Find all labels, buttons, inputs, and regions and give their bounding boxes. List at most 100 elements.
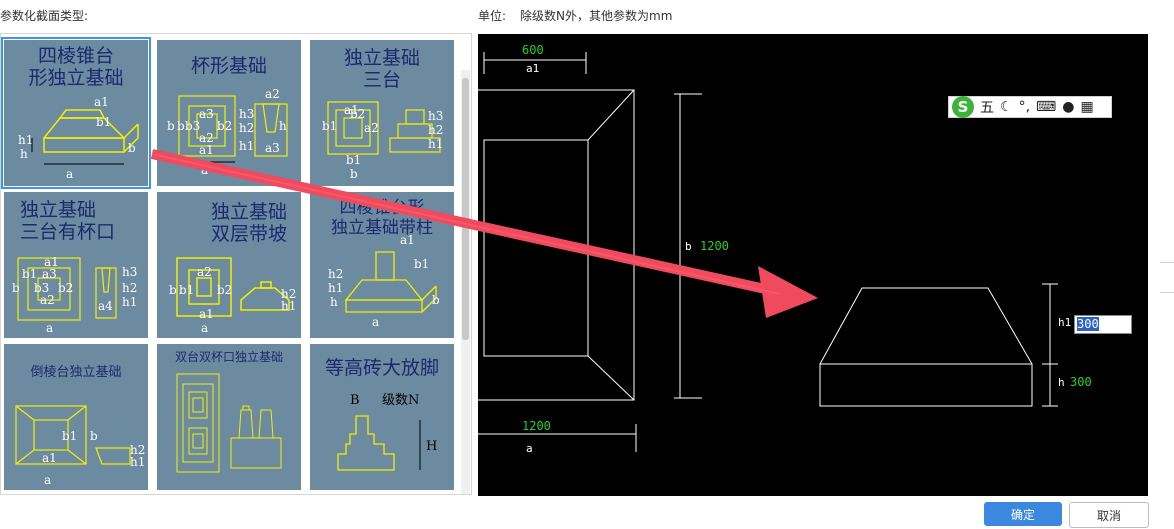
dim-b: b: [128, 141, 136, 155]
dim-a1: a1: [42, 451, 57, 465]
dim-b: b: [350, 167, 358, 181]
window-edge-line: [1160, 292, 1174, 293]
dim-h1: h1: [122, 295, 137, 309]
dim-side: b1: [322, 119, 337, 133]
dim-b1: b1: [62, 429, 77, 443]
window-edge-line: [1160, 262, 1174, 263]
section-type-pyramid-frustum[interactable]: 四棱锥台 形独立基础 a1 b1 h1 h a b: [1, 37, 151, 189]
dim-b2: b2: [217, 283, 232, 297]
dim-h: h: [330, 295, 338, 309]
cell-title-line: 三台: [362, 69, 401, 91]
brick-footing-diagram: B 级数N H: [337, 393, 437, 471]
cell-title-line: 形独立基础: [28, 67, 124, 89]
dim-b1: b1: [96, 115, 111, 129]
dim-a1: a1: [400, 233, 415, 247]
three-step-diagram: a1 b2 b1 a2 h3 h2 h1 b1 b: [322, 101, 443, 181]
cell-title-line: 等高砖大放脚: [324, 357, 439, 379]
section-type-double-cup[interactable]: 双台双杯口独立基础: [157, 344, 301, 490]
section-type-brick-footing[interactable]: 等高砖大放脚 B 级数N H: [310, 344, 454, 490]
dim-a2: a2: [265, 87, 280, 101]
dim-b2: b2: [350, 107, 365, 121]
dim-B: B: [350, 393, 360, 408]
dim-h2: h2: [428, 123, 443, 137]
dim-a: a: [66, 167, 73, 181]
dim-b1: b1: [179, 283, 194, 297]
dim-a: a: [44, 473, 51, 487]
dim-h3: h3: [428, 109, 443, 123]
top-dim-value: 600: [522, 43, 544, 57]
cell-title-line: 独立基础: [20, 199, 97, 221]
double-slope-diagram: a2 b b1 b2 h2 h1 a1 a: [169, 257, 296, 335]
double-cup-diagram: [176, 373, 282, 473]
dim-h1: h1: [328, 281, 343, 295]
cell-title-line: 双台双杯口独立基础: [174, 350, 283, 364]
user-icon[interactable]: ●: [1062, 99, 1075, 115]
dim-a1: a1: [199, 307, 214, 321]
h1-value-selected[interactable]: 300: [1077, 317, 1099, 331]
dim-b: b: [432, 293, 440, 307]
dim-a: a: [372, 315, 379, 329]
section-type-pyramid-with-column[interactable]: 四棱锥台形 独立基础带柱 a1 b1 h2 h1 h b a: [310, 192, 454, 338]
dim-h1: h1: [239, 139, 254, 153]
top-dim-label: a1: [526, 62, 539, 75]
dim-b: b: [90, 429, 98, 443]
dim-h2: h2: [239, 121, 254, 135]
ime-mode-label[interactable]: 五: [980, 100, 994, 116]
dim-b1: b1: [22, 267, 37, 281]
section-type-three-step-cup[interactable]: 独立基础 三台有杯口 a1 b1 a3 b b3 b2 a2 h3 h2 h1 …: [4, 192, 148, 338]
dim-a1: a1: [344, 103, 359, 117]
section-type-double-slope[interactable]: 独立基础 双层带坡 a2 b b1 b2 h2 h1 a1 a: [157, 192, 301, 338]
cell-title-line: 三台有杯口: [20, 221, 116, 243]
dim-a1: a1: [44, 255, 59, 269]
dim-b3: b3: [185, 119, 200, 133]
h1-value-input[interactable]: 300: [1074, 315, 1132, 334]
dim-h1: h1: [18, 133, 33, 147]
three-step-cup-diagram: a1 b1 a3 b b3 b2 a2 h3 h2 h1 a4 a: [12, 255, 137, 335]
cell-title-line: 杯形基础: [190, 55, 267, 77]
gallery-scrollbar-thumb[interactable]: [462, 78, 469, 340]
dim-a4: a4: [98, 299, 113, 313]
pyramid-with-column-diagram: a1 b1 h2 h1 h b a: [328, 233, 440, 329]
section-type-cup-foundation[interactable]: 杯形基础 a3 h3 a2 b b b3 b2 h2 h a2 a1 h1 a3…: [157, 40, 301, 186]
section-type-three-step[interactable]: 独立基础 三台 a1 b2 b1 a2 h3 h2 h1 b1 b: [310, 40, 454, 186]
h1-dim-label: h1: [1058, 316, 1071, 329]
side-dim-label: b: [685, 240, 692, 253]
dim-a1: a1: [199, 143, 214, 157]
pyramid-frustum-diagram: a1 b1 h1 h a b: [18, 95, 139, 181]
dim-h2: h2: [328, 267, 343, 281]
dim-b: b: [169, 283, 177, 297]
dim-h3: h3: [122, 265, 137, 279]
side-dim-value: 1200: [700, 239, 729, 253]
dim-h3: h3: [239, 107, 254, 121]
dim-a3: a3: [42, 267, 57, 281]
dim-h1: h1: [281, 299, 296, 313]
dim-h: h: [20, 147, 28, 161]
grid-icon[interactable]: ▦: [1080, 99, 1094, 115]
dim-h2: h2: [130, 443, 145, 457]
inverted-frustum-diagram: b1 b h2 h1 a1 a: [15, 405, 145, 487]
cancel-button[interactable]: 取消: [1069, 502, 1149, 528]
dim-a1: a1: [94, 95, 109, 109]
dim-b2: b2: [58, 281, 73, 295]
section-type-inverted-frustum[interactable]: 倒棱台独立基础 b1 b h2 h1 a1 a: [4, 344, 148, 490]
ok-button[interactable]: 确定: [984, 502, 1062, 526]
unit-prefix: 单位:: [478, 9, 507, 23]
keyboard-icon[interactable]: ⌨: [1036, 99, 1057, 115]
punctuation-icon[interactable]: °,: [1018, 99, 1031, 115]
dim-b2: b2: [217, 119, 232, 133]
dim-a2: a2: [197, 265, 212, 279]
cell-title-line: 倒棱台独立基础: [30, 365, 122, 380]
sogou-logo-icon[interactable]: S: [952, 96, 974, 118]
dim-a2-inner: a2: [199, 131, 214, 145]
dim-a2: a2: [40, 293, 55, 307]
dim-b1: b1: [414, 257, 429, 271]
ime-toolbar[interactable]: S 五 ☾ °, ⌨ ● ▦: [948, 96, 1112, 118]
dim-h1: h1: [130, 455, 145, 469]
h-dim-value: 300: [1070, 375, 1092, 389]
unit-text: 除级数N外，其他参数为mm: [520, 9, 673, 23]
dim-a: a: [201, 163, 208, 177]
cup-foundation-diagram: a3 h3 a2 b b b3 b2 h2 h a2 a1 h1 a3 a: [167, 87, 288, 177]
bottom-dim-label: a: [526, 442, 533, 455]
moon-icon[interactable]: ☾: [1000, 99, 1013, 115]
dim-H: H: [426, 439, 437, 454]
